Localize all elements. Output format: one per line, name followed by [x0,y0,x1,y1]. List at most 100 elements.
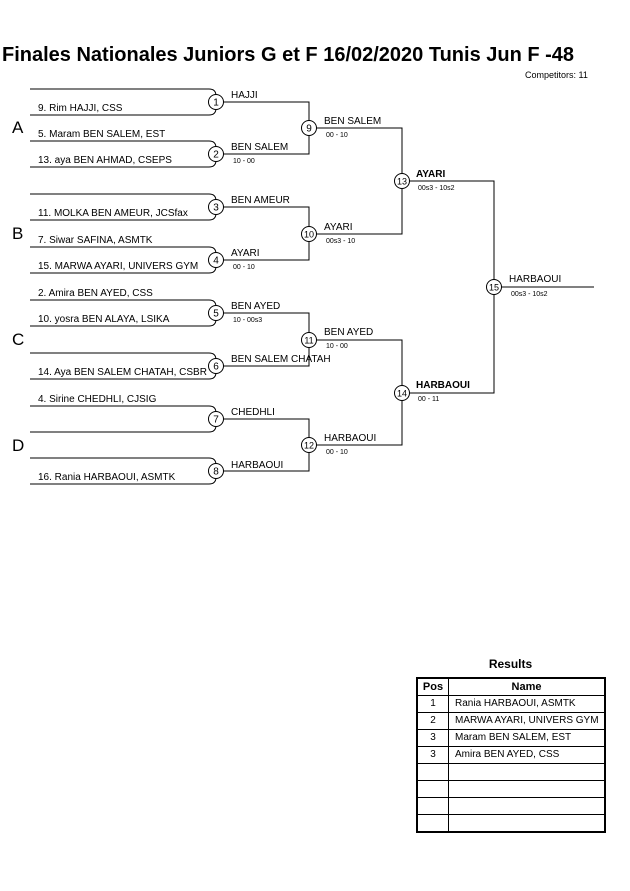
result-name: Maram BEN SALEM, EST [448,729,606,747]
results-row: 1 Rania HARBAOUI, ASMTK [416,695,606,713]
result-name: Amira BEN AYED, CSS [448,746,606,764]
match-winner-label: HARBAOUI [509,274,561,285]
result-name [448,780,606,798]
pool-label: C [12,330,24,349]
match-score: 00 - 11 [418,396,439,403]
competitor-entry: 14. Aya BEN SALEM CHATAH, CSBR [38,367,207,378]
match-score: 00s3 - 10s2 [418,185,455,192]
competitor-entry: 11. MOLKA BEN AMEUR, JCSfax [38,208,188,219]
match-number: 2 [213,150,219,161]
result-name [448,814,606,833]
match-score: 00 - 10 [326,449,348,456]
result-pos [416,780,449,798]
result-pos [416,763,449,781]
match-node: 4 [208,252,224,268]
results-table: Pos Name 1 Rania HARBAOUI, ASMTK 2 MARWA… [416,677,606,833]
competitor-entry: 10. yosra BEN ALAYA, LSIKA [38,314,170,325]
result-name [448,797,606,815]
match-circle [301,437,317,453]
result-pos: 2 [416,712,449,730]
match-circle [208,358,224,374]
pool-label: D [12,436,24,455]
match-score: 10 - 00 [233,158,255,165]
match-winner-label: BEN AYED [324,327,373,338]
match-node: 5 [208,305,224,321]
match-node: 2 [208,146,224,162]
match-score: 00 - 10 [233,264,255,271]
match-number: 6 [213,362,219,373]
results-row: 3 Amira BEN AYED, CSS [416,746,606,764]
pool-label: B [12,224,23,243]
match-node: 8 [208,463,224,479]
competitor-entry: 9. Rim HAJJI, CSS [38,103,123,114]
match-node: 13 [394,173,410,189]
match-number: 1 [213,98,219,109]
results-row [416,797,606,815]
match-node: 14 [394,385,410,401]
match-winner-label: HAJJI [231,90,258,101]
match-number: 15 [489,283,499,293]
competitor-entry: 13. aya BEN AHMAD, CSEPS [38,155,172,166]
match-score: 00 - 10 [326,132,348,139]
match-circle [208,463,224,479]
match-score: 10 - 00s3 [233,317,262,324]
results-col-name: Name [448,677,606,696]
results-row [416,780,606,798]
match-circle [208,146,224,162]
match-circle [301,332,317,348]
match-number: 8 [213,467,219,478]
match-score: 00s3 - 10 [326,238,355,245]
match-circle [208,411,224,427]
match-circle [208,305,224,321]
result-name: Rania HARBAOUI, ASMTK [448,695,606,713]
results-row: 3 Maram BEN SALEM, EST [416,729,606,747]
match-winner-label: BEN SALEM CHATAH [231,354,331,365]
match-circle [394,173,410,189]
match-node: 6 [208,358,224,374]
bracket-lines [30,88,594,485]
match-node: 11 [301,332,317,348]
match-node: 10 [301,226,317,242]
match-circle [208,252,224,268]
match-score: 00s3 - 10s2 [511,291,548,298]
result-pos [416,814,449,833]
match-number: 7 [213,415,219,426]
results-title: Results [488,657,533,671]
match-winner-label: HARBAOUI [416,380,470,391]
result-pos: 1 [416,695,449,713]
match-node: 3 [208,199,224,215]
result-pos: 3 [416,729,449,747]
match-winner-label: BEN SALEM [324,116,381,127]
match-winner-label: CHEDHLI [231,407,275,418]
results-row [416,814,606,833]
match-number: 10 [304,230,314,240]
match-winner-label: HARBAOUI [231,460,283,471]
match-circle [208,94,224,110]
match-node: 1 [208,94,224,110]
competitor-entry: 7. Siwar SAFINA, ASMTK [38,235,153,246]
match-winner-label: HARBAOUI [324,433,376,444]
match-winner-label: BEN AMEUR [231,195,290,206]
match-number: 5 [213,309,219,320]
page-title: Finales Nationales Juniors G et F 16/02/… [2,44,575,66]
competitor-entry: 4. Sirine CHEDHLI, CJSIG [38,394,157,405]
match-number: 11 [304,336,313,346]
competitors-count: Competitors: 11 [525,70,588,80]
match-winner-label: BEN AYED [231,301,280,312]
results-row [416,763,606,781]
match-number: 9 [306,124,312,135]
match-circle [301,226,317,242]
match-node: 15 [486,279,502,295]
result-name: MARWA AYARI, UNIVERS GYM [448,712,606,730]
match-number: 3 [213,203,219,214]
match-winner-label: AYARI [416,169,445,180]
match-winner-label: AYARI [324,222,353,233]
match-winner-label: AYARI [231,248,260,259]
results-col-pos: Pos [416,677,449,696]
pool-label: A [12,118,24,137]
competitor-entry: 5. Maram BEN SALEM, EST [38,129,165,140]
match-score: 10 - 00 [326,343,348,350]
competitor-entry: 15. MARWA AYARI, UNIVERS GYM [38,261,198,272]
result-pos [416,797,449,815]
competitor-entry: 16. Rania HARBAOUI, ASMTK [38,472,176,483]
